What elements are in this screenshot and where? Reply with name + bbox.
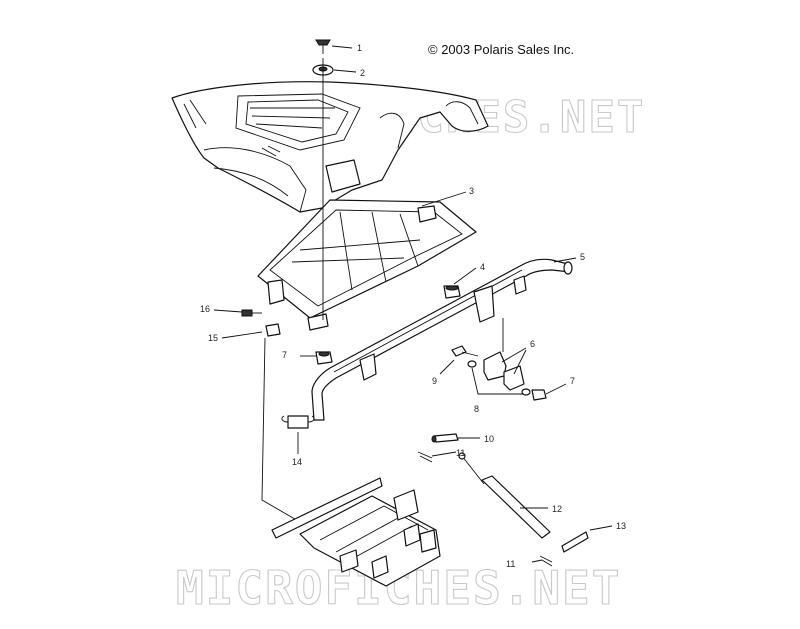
callout-15: 15 <box>208 333 218 343</box>
callout-7a: 7 <box>282 350 287 360</box>
pin-13 <box>561 531 589 553</box>
copyright-text: © 2003 Polaris Sales Inc. <box>428 42 574 57</box>
callout-8: 8 <box>474 404 479 414</box>
callout-12: 12 <box>552 504 562 514</box>
callout-5: 5 <box>580 252 585 262</box>
callout-2: 2 <box>360 68 365 78</box>
nut-7a <box>315 351 333 365</box>
hitch-frame <box>271 477 441 587</box>
nut-15 <box>265 323 281 337</box>
callout-10: 10 <box>484 434 494 444</box>
bolt-9 <box>451 345 479 357</box>
callout-3: 3 <box>469 186 474 196</box>
rack-frame-3 <box>257 199 477 331</box>
pin-10 <box>431 433 459 443</box>
callout-6: 6 <box>530 339 535 349</box>
callout-13: 13 <box>616 521 626 531</box>
leader-8 <box>471 367 524 395</box>
callout-4: 4 <box>480 262 485 272</box>
spring-14 <box>281 415 315 429</box>
leader-lines <box>213 45 613 563</box>
gas-strut-12 <box>458 452 551 539</box>
callout-14: 14 <box>292 457 302 467</box>
rear-fender-body <box>171 81 489 213</box>
callout-9: 9 <box>432 376 437 386</box>
bumper-4 <box>443 285 461 299</box>
tube-bar-5 <box>311 258 573 421</box>
clip-11b <box>539 555 553 567</box>
washer-8a <box>467 360 477 368</box>
nut-7b <box>531 389 547 401</box>
clamp-6 <box>483 351 525 391</box>
callout-11b: 11 <box>506 559 515 569</box>
clip-11a <box>417 451 433 463</box>
washer-8b <box>521 388 531 396</box>
callout-1: 1 <box>357 43 362 53</box>
callout-7b: 7 <box>570 376 575 386</box>
callout-11a: 11 <box>456 448 465 458</box>
leader-6 <box>501 347 527 375</box>
guide-line-15 <box>261 337 301 523</box>
callout-16: 16 <box>200 304 210 314</box>
screw-1 <box>315 39 331 54</box>
screw-16 <box>241 309 262 317</box>
